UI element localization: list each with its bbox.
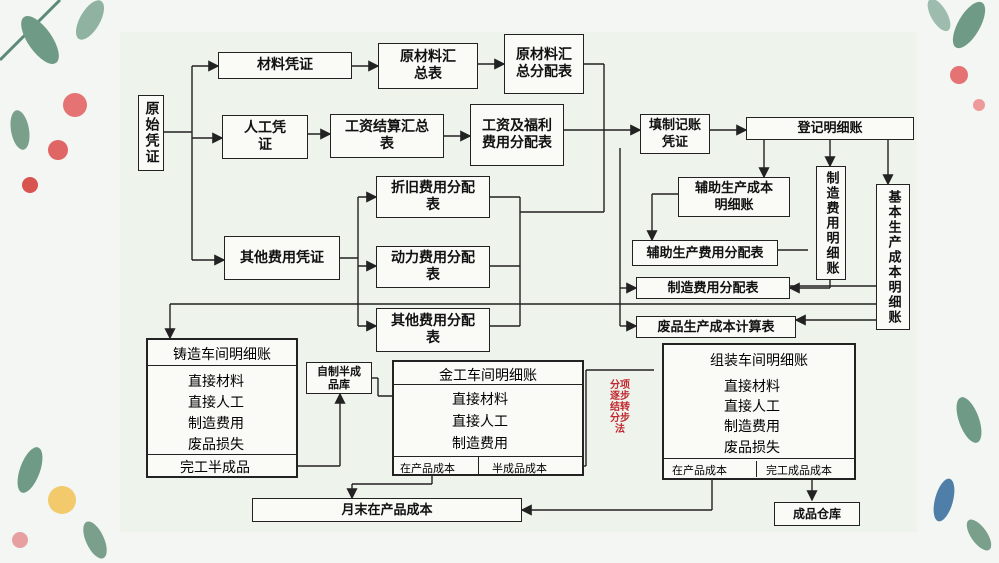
raw-material-summary-box: 原材料汇总表	[378, 43, 478, 89]
basic-production-ledger-box: 基本生产成本明细账	[876, 184, 910, 330]
labor-voucher-box: 人工凭证	[222, 115, 308, 159]
casting-item-labor: 直接人工	[188, 395, 244, 411]
scrap-cost-calculation-box: 废品生产成本计算表	[636, 316, 796, 338]
other-expense-allocation-box: 其他费用分配表	[376, 308, 490, 352]
casting-item-overhead: 制造费用	[188, 416, 244, 432]
machining-item-material: 直接材料	[452, 392, 508, 408]
assembly-footer-wip: 在产品成本	[672, 464, 727, 477]
power-allocation-box: 动力费用分配表	[376, 246, 490, 288]
machining-footer-semi: 半成品成本	[492, 462, 547, 475]
machining-item-overhead: 制造费用	[452, 436, 508, 452]
original-voucher-box: 原始凭证	[138, 95, 164, 171]
casting-ledger-title: 铸造车间明细账	[173, 347, 271, 363]
wage-summary-box: 工资结算汇总表	[330, 114, 444, 158]
fill-voucher-box: 填制记账凭证	[640, 114, 710, 154]
machining-footer-wip: 在产品成本	[400, 462, 455, 475]
semi-finished-store-box: 自制半成品库	[306, 362, 372, 394]
month-end-wip-cost-box: 月末在产品成本	[252, 498, 522, 522]
casting-item-material: 直接材料	[188, 374, 244, 390]
assembly-ledger-panel: 组装车间明细账 直接材料 直接人工 制造费用 废品损失 在产品成本 完工成品成本	[662, 343, 856, 480]
aux-production-ledger-box: 辅助生产成本明细账	[678, 177, 790, 217]
aux-production-allocation-box: 辅助生产费用分配表	[632, 240, 778, 266]
casting-item-scrap: 废品损失	[188, 437, 244, 453]
mfg-expense-ledger-box: 制造费用明细账	[816, 166, 846, 280]
assembly-item-overhead: 制造费用	[724, 419, 780, 435]
mfg-expense-allocation-box: 制造费用分配表	[636, 277, 790, 299]
step-method-label: 分项逐步结转分步法	[610, 380, 630, 435]
assembly-item-scrap: 废品损失	[724, 440, 780, 456]
assembly-ledger-title: 组装车间明细账	[710, 353, 808, 369]
assembly-item-labor: 直接人工	[724, 399, 780, 415]
assembly-footer-finished: 完工成品成本	[766, 464, 832, 477]
machining-ledger-title: 金工车间明细账	[439, 368, 537, 384]
machining-ledger-panel: 金工车间明细账 直接材料 直接人工 制造费用 在产品成本 半成品成本	[392, 360, 584, 476]
casting-footer: 完工半成品	[180, 460, 250, 476]
finished-goods-warehouse-box: 成品仓库	[774, 502, 860, 526]
raw-material-allocation-box: 原材料汇总分配表	[504, 34, 584, 94]
floral-decoration-left	[0, 0, 107, 559]
casting-ledger-panel: 铸造车间明细账 直接材料 直接人工 制造费用 废品损失 完工半成品	[146, 338, 298, 478]
machining-item-labor: 直接人工	[452, 414, 508, 430]
register-ledger-box: 登记明细账	[746, 117, 914, 140]
depreciation-allocation-box: 折旧费用分配表	[376, 176, 490, 218]
assembly-item-material: 直接材料	[724, 379, 780, 395]
floral-decoration-right	[927, 0, 992, 551]
wage-allocation-box: 工资及福利费用分配表	[470, 104, 564, 166]
other-expense-voucher-box: 其他费用凭证	[224, 236, 340, 280]
material-voucher-box: 材料凭证	[218, 52, 352, 79]
